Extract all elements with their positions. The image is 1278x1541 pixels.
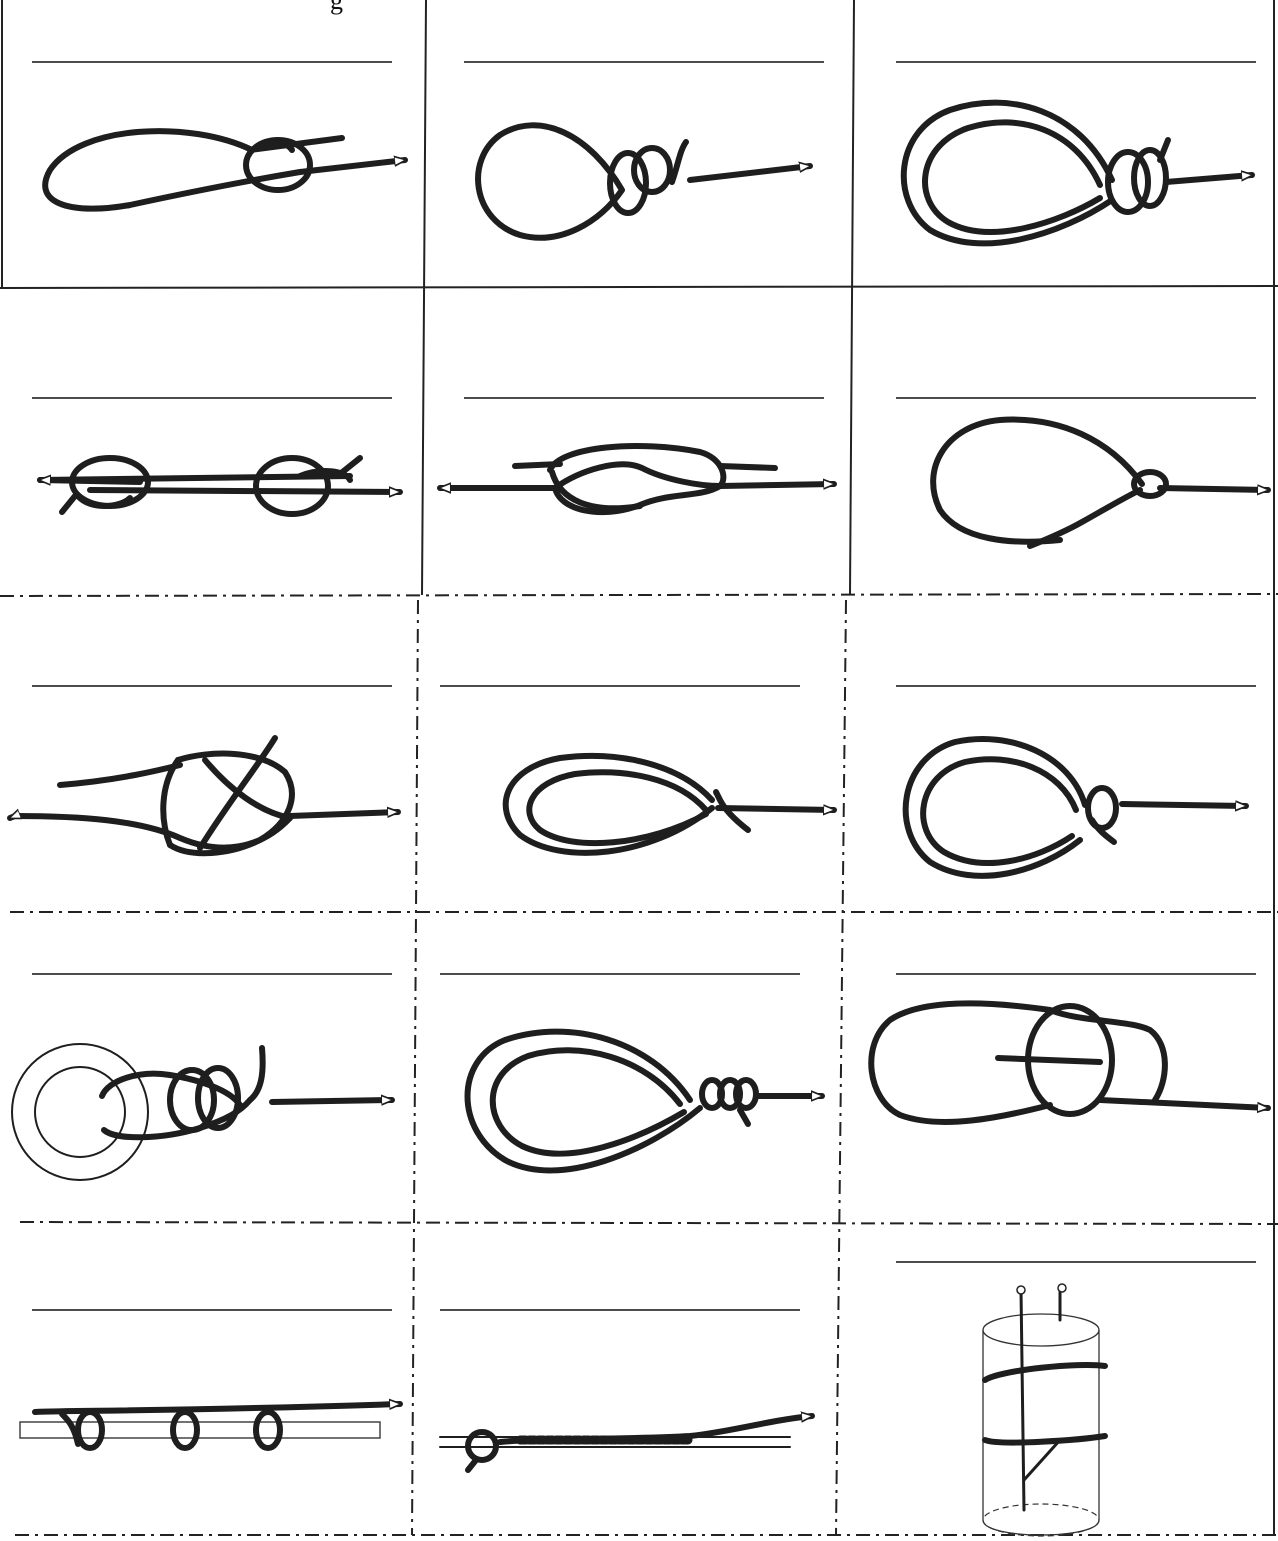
knot-diagram-15 [983, 1284, 1105, 1536]
knot-diagram-7 [10, 738, 398, 853]
knot-diagram-6 [933, 420, 1268, 546]
knot-diagram-13 [20, 1404, 400, 1448]
grid-horizontal-line [20, 1222, 1278, 1224]
knot-diagram-14 [440, 1416, 812, 1470]
knot-diagram-2 [478, 125, 810, 237]
knot-diagram-9 [906, 739, 1246, 876]
knot-diagram-1 [45, 131, 405, 209]
grid-horizontal-line [0, 594, 1278, 596]
knot-diagram-5 [440, 446, 834, 512]
grid-vertical-line [412, 600, 418, 1535]
grid-vertical-line [422, 0, 426, 595]
knot-diagram-11 [468, 1032, 823, 1171]
grid-vertical-line [836, 600, 846, 1535]
knot-diagram-4 [40, 458, 400, 514]
knot-diagram-3 [904, 103, 1252, 244]
grid-horizontal-line [0, 286, 1278, 288]
knot-diagram-10 [12, 1044, 392, 1180]
knot-diagram-12 [871, 1003, 1268, 1122]
grid-vertical-line [850, 0, 854, 595]
knot-diagram-8 [506, 756, 834, 853]
